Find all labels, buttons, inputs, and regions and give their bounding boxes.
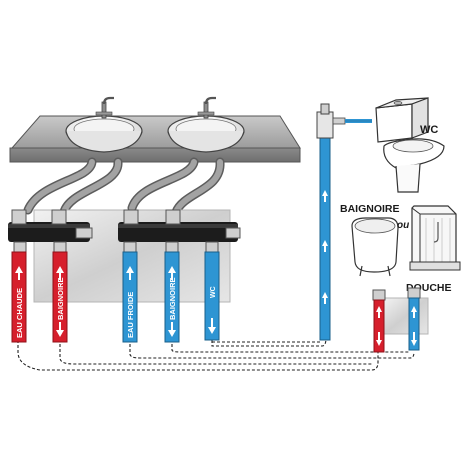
label-wc-pipe: WC	[210, 286, 217, 298]
bath-cold-pipe	[407, 287, 421, 351]
label-baignoire: BAIGNOIRE	[340, 203, 400, 215]
label-baignoire-cold: BAIGNOIRE	[168, 277, 177, 320]
cold-pipe-baignoire	[164, 251, 180, 343]
dashed-pipe-runs	[17, 337, 415, 371]
grey-supply-hoses	[23, 157, 225, 217]
right-faucet	[197, 96, 216, 119]
hot-water-manifold	[8, 209, 93, 253]
hot-pipe-eau-chaude	[11, 251, 27, 343]
bath-supply-panel	[383, 297, 429, 335]
left-washbasin	[65, 115, 143, 153]
label-ou: ou	[397, 220, 409, 231]
left-faucet	[95, 96, 114, 119]
label-eau-froide: EAU FROIDE	[126, 292, 135, 338]
label-baignoire-hot: BAIGNOIRE	[56, 277, 65, 320]
label-eau-chaude: EAU CHAUDE	[15, 288, 24, 338]
cold-water-manifold	[118, 209, 241, 253]
wc-riser-pipe	[319, 135, 331, 341]
shower-cabin	[409, 205, 461, 271]
cold-pipe-eau-froide	[122, 251, 138, 343]
wc-valve	[316, 103, 372, 139]
vanity-counter	[9, 115, 301, 163]
label-wc: WC	[420, 124, 438, 136]
cold-pipe-wc	[204, 251, 220, 341]
bath-hot-pipe	[372, 289, 386, 353]
bathtub	[351, 217, 399, 277]
toilet	[375, 97, 445, 193]
hot-pipe-baignoire	[52, 251, 68, 343]
